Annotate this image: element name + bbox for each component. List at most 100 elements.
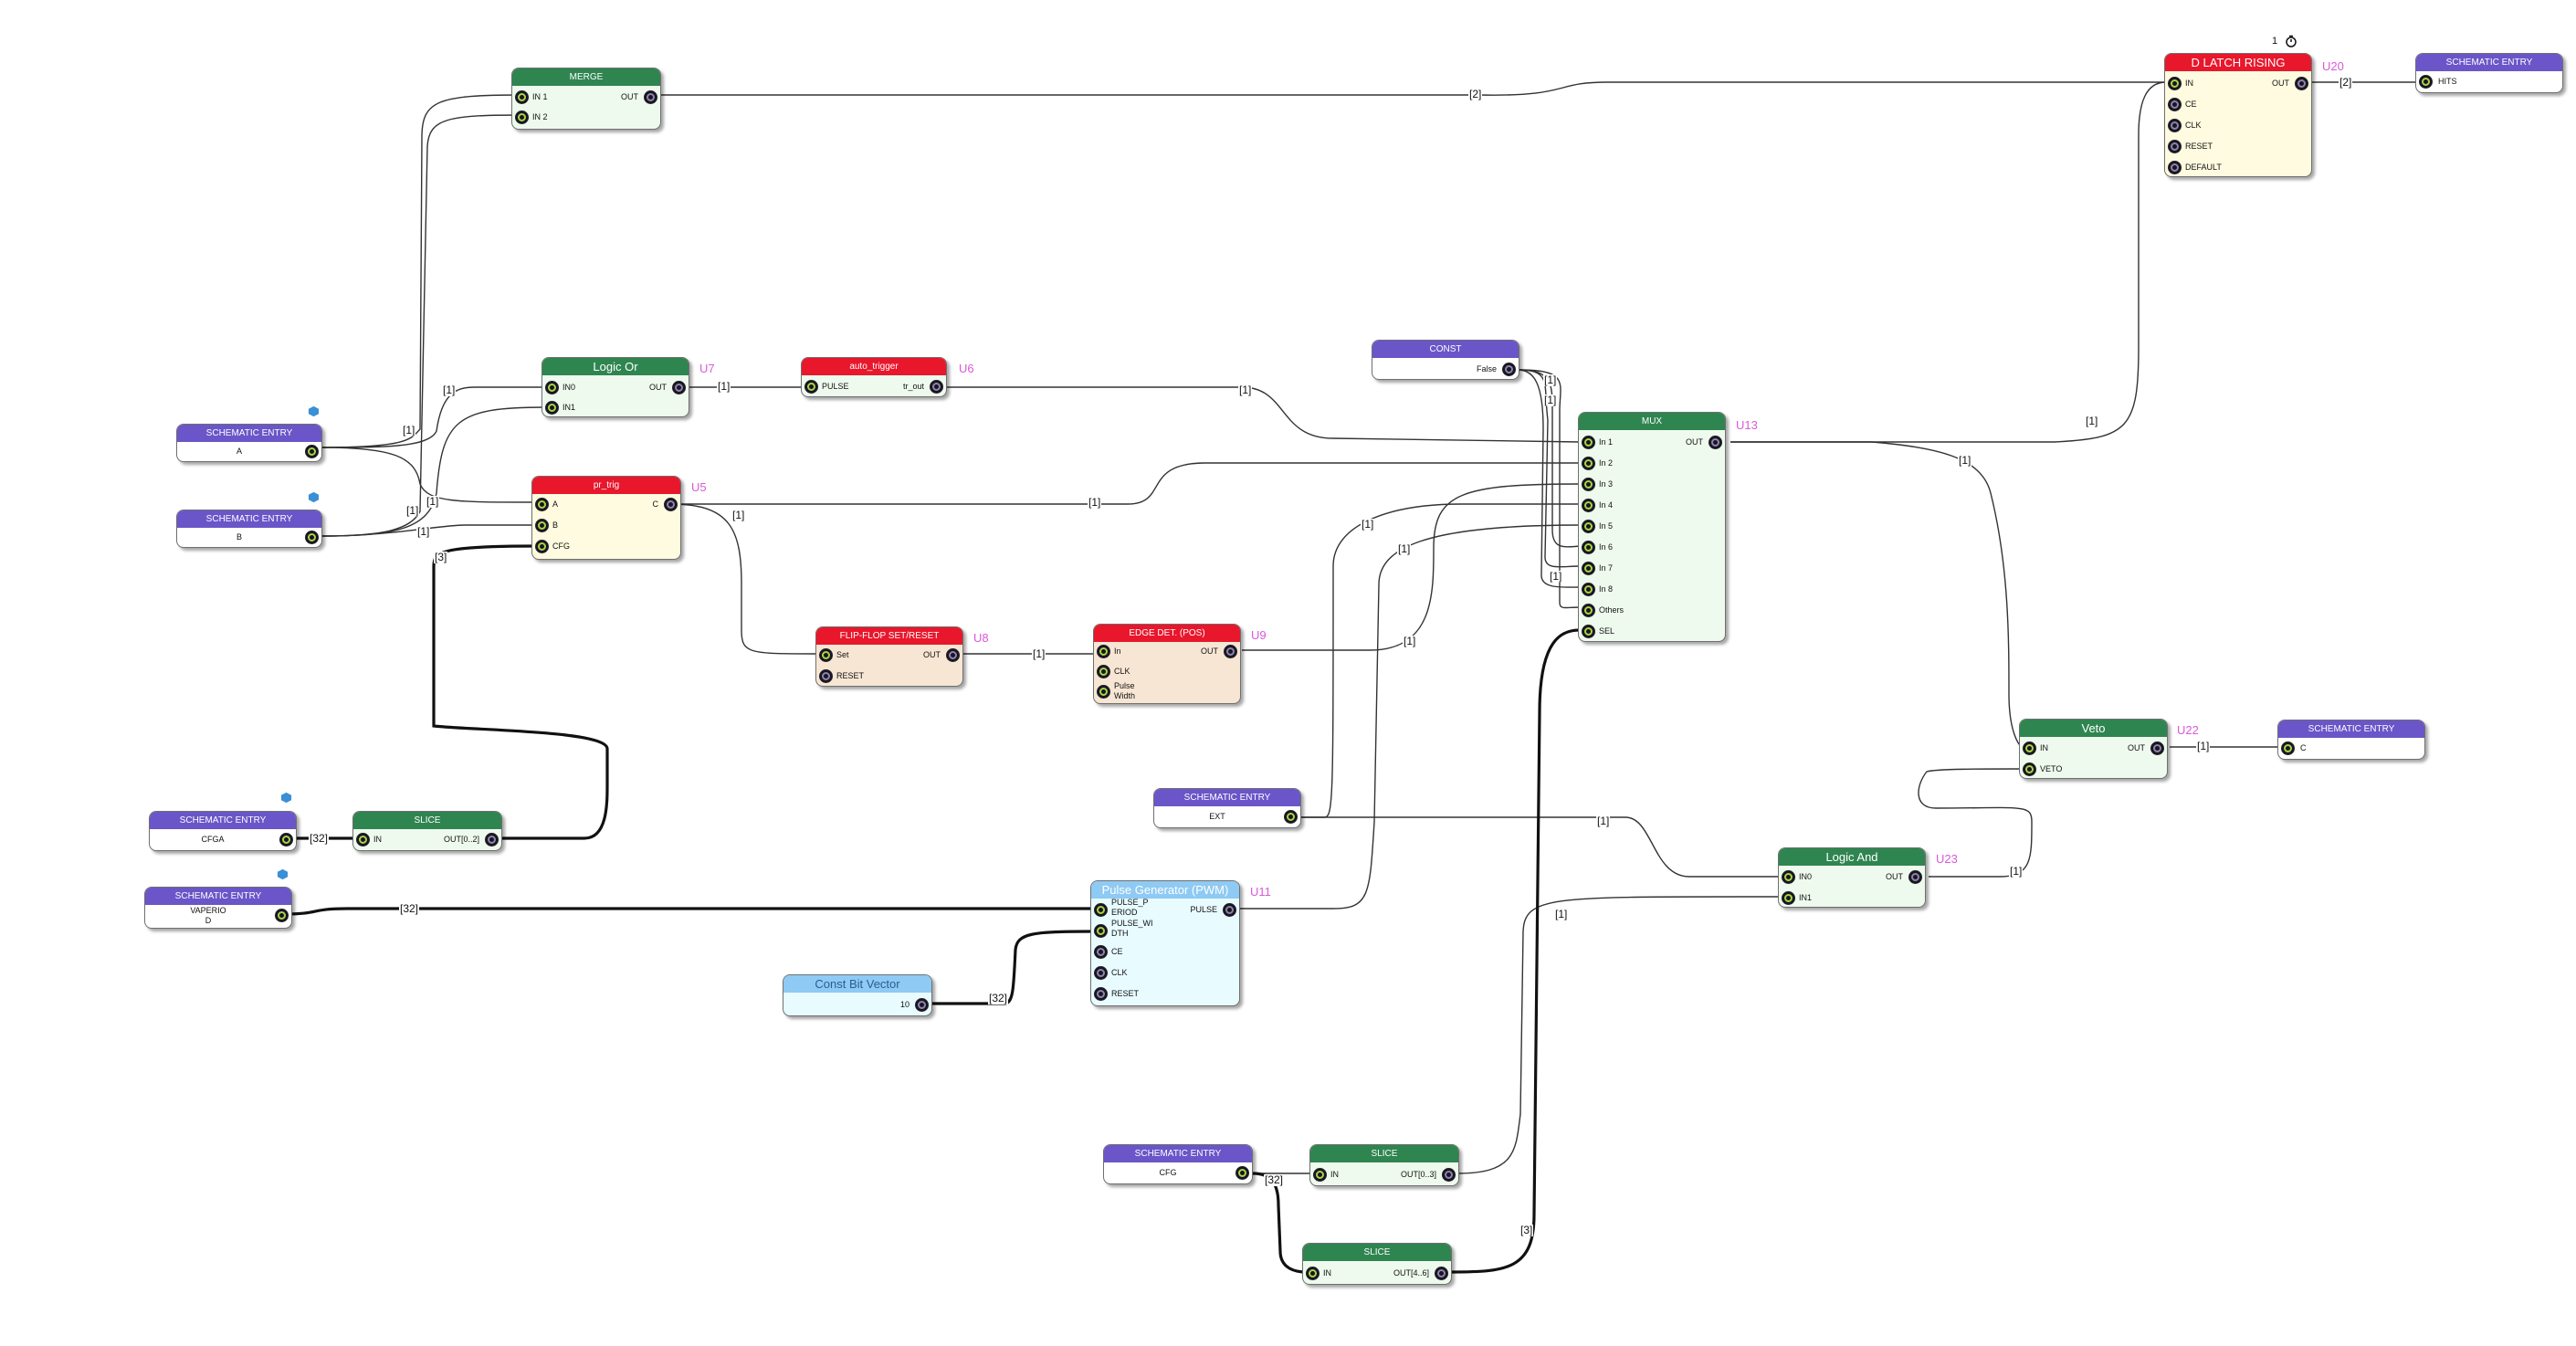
pin-out[interactable] <box>305 531 319 544</box>
pin-out[interactable] <box>279 833 293 847</box>
pin-out[interactable] <box>672 381 686 394</box>
pin-pulse[interactable] <box>804 380 818 394</box>
stopwatch-icon[interactable] <box>2285 35 2297 47</box>
pin-in2[interactable] <box>1582 457 1595 470</box>
pin-clk[interactable] <box>2168 119 2182 132</box>
pin-in1[interactable] <box>515 90 529 104</box>
bus-slice3-sel <box>1451 628 1581 1274</box>
schematic-entry-ext[interactable]: SCHEMATIC ENTRY EXT <box>1153 788 1301 828</box>
pin-in0[interactable] <box>1782 870 1795 884</box>
pin-in[interactable] <box>1097 645 1110 658</box>
schematic-entry-a[interactable]: SCHEMATIC ENTRY A <box>176 424 322 462</box>
pin-a[interactable] <box>535 498 549 511</box>
pin-in0[interactable] <box>545 381 559 394</box>
pin-clk[interactable] <box>1097 665 1110 678</box>
pin-pulse-period[interactable] <box>1094 903 1108 917</box>
pin-in6[interactable] <box>1582 541 1595 554</box>
logic-and-block[interactable]: Logic And U23 IN0 IN1 OUT <box>1778 847 1958 908</box>
pin-ce[interactable] <box>2168 98 2182 111</box>
pin-out[interactable] <box>644 90 657 104</box>
auto-trigger-block[interactable]: auto_trigger U6 PULSE tr_out <box>801 357 974 397</box>
pin-tr-out[interactable] <box>930 380 943 394</box>
instance-label: U8 <box>973 631 989 645</box>
pin-cfg[interactable] <box>535 540 549 553</box>
const-bit-vector-block[interactable]: Const Bit Vector 10 <box>783 974 932 1016</box>
pin-out[interactable] <box>275 909 289 922</box>
flip-flop-block[interactable]: FLIP-FLOP SET/RESET U8 Set RESET OUT <box>815 626 989 687</box>
pin-in3[interactable] <box>1582 478 1595 491</box>
slice-block-1[interactable]: SLICE IN OUT[0..2] <box>352 811 502 851</box>
pin-out[interactable] <box>2150 741 2164 755</box>
pulse-generator-block[interactable]: Pulse Generator (PWM) U11 PULSE_P ERIOD … <box>1090 880 1271 1006</box>
pin-reset[interactable] <box>1094 987 1108 1001</box>
block-title: MERGE <box>512 68 660 86</box>
pin-sel[interactable] <box>1582 625 1595 638</box>
mux-block[interactable]: MUX U13 In 1 In 2 In 3 In 4 In 5 In 6 In… <box>1578 412 1758 642</box>
pin-b[interactable] <box>535 519 549 532</box>
slice-block-2[interactable]: SLICE IN OUT[0..3] <box>1309 1144 1459 1186</box>
slice-block-3[interactable]: SLICE IN OUT[4..6] <box>1302 1243 1452 1285</box>
pin-in5[interactable] <box>1582 520 1595 533</box>
schematic-entry-vaperiod[interactable]: SCHEMATIC ENTRY VAPERIO D <box>144 887 292 929</box>
pin-pulse[interactable] <box>1223 903 1236 917</box>
pin-out[interactable] <box>1502 363 1516 376</box>
schematic-entry-b[interactable]: SCHEMATIC ENTRY B <box>176 510 322 548</box>
pin-in7[interactable] <box>1582 562 1595 575</box>
pin-in[interactable] <box>2281 741 2295 755</box>
pin-in[interactable] <box>2023 741 2036 755</box>
pin-in4[interactable] <box>1582 499 1595 512</box>
pin-out[interactable] <box>1908 870 1922 884</box>
pin-label: IN1 <box>563 403 576 412</box>
pin-in[interactable] <box>2168 77 2182 90</box>
pin-in1[interactable] <box>1582 436 1595 449</box>
pin-veto[interactable] <box>2023 762 2036 776</box>
wire-label: [32] <box>309 832 330 845</box>
pin-in[interactable] <box>356 833 370 847</box>
pin-clk[interactable] <box>1094 966 1108 980</box>
edge-det-block[interactable]: EDGE DET. (POS) U9 In CLK Pulse Width OU… <box>1093 624 1267 704</box>
logic-or-block[interactable]: Logic Or U7 IN0 IN1 OUT <box>541 357 715 417</box>
pin-set[interactable] <box>819 648 833 662</box>
pin-c[interactable] <box>664 498 678 511</box>
pin-others[interactable] <box>1582 604 1595 617</box>
pin-label: In 7 <box>1599 563 1614 573</box>
pin-out[interactable] <box>305 445 319 458</box>
const-block[interactable]: CONST False <box>1372 340 1519 380</box>
pin-in1[interactable] <box>545 401 559 415</box>
schematic-entry-c[interactable]: SCHEMATIC ENTRY C <box>2277 720 2425 760</box>
pin-pulse-width[interactable] <box>1097 685 1110 699</box>
bus-slice1-pr <box>432 544 609 840</box>
pin-in[interactable] <box>1306 1267 1320 1280</box>
pin-reset[interactable] <box>819 669 833 683</box>
d-latch-block[interactable]: D LATCH RISING U20 IN CE CLK RESET DEFAU… <box>2164 53 2344 177</box>
pin-in[interactable] <box>2419 75 2433 89</box>
pin-out[interactable] <box>1709 436 1722 449</box>
pin-out[interactable] <box>485 833 499 847</box>
schematic-entry-hits[interactable]: SCHEMATIC ENTRY HITS <box>2415 53 2563 93</box>
pin-out[interactable] <box>1235 1166 1249 1180</box>
pin-in2[interactable] <box>515 110 529 124</box>
pin-pulse-width[interactable] <box>1094 924 1108 938</box>
pin-ce[interactable] <box>1094 945 1108 959</box>
pin-out[interactable] <box>1442 1168 1456 1182</box>
pin-out[interactable] <box>1224 645 1237 658</box>
pin-in1[interactable] <box>1782 891 1795 905</box>
block-title: auto_trigger <box>802 358 946 375</box>
pin-default[interactable] <box>2168 161 2182 174</box>
schematic-entry-cfga[interactable]: SCHEMATIC ENTRY CFGA <box>149 811 297 851</box>
merge-block[interactable]: MERGE IN 1 IN 2 OUT <box>511 68 661 130</box>
pin-out[interactable] <box>1435 1267 1448 1280</box>
pin-out[interactable] <box>915 998 929 1012</box>
pin-out[interactable] <box>946 648 960 662</box>
veto-block[interactable]: Veto U22 IN VETO OUT <box>2019 719 2199 779</box>
wire-label: [1] <box>1543 394 1558 406</box>
schematic-entry-cfg[interactable]: SCHEMATIC ENTRY CFG <box>1103 1144 1253 1184</box>
pin-reset[interactable] <box>2168 140 2182 153</box>
pin-in[interactable] <box>1313 1168 1327 1182</box>
pin-out[interactable] <box>1284 810 1298 824</box>
pin-in8[interactable] <box>1582 583 1595 596</box>
pin-label: B <box>552 521 559 530</box>
pr-trig-block[interactable]: pr_trig U5 A B CFG C <box>531 476 707 560</box>
pin-out[interactable] <box>2295 77 2308 90</box>
